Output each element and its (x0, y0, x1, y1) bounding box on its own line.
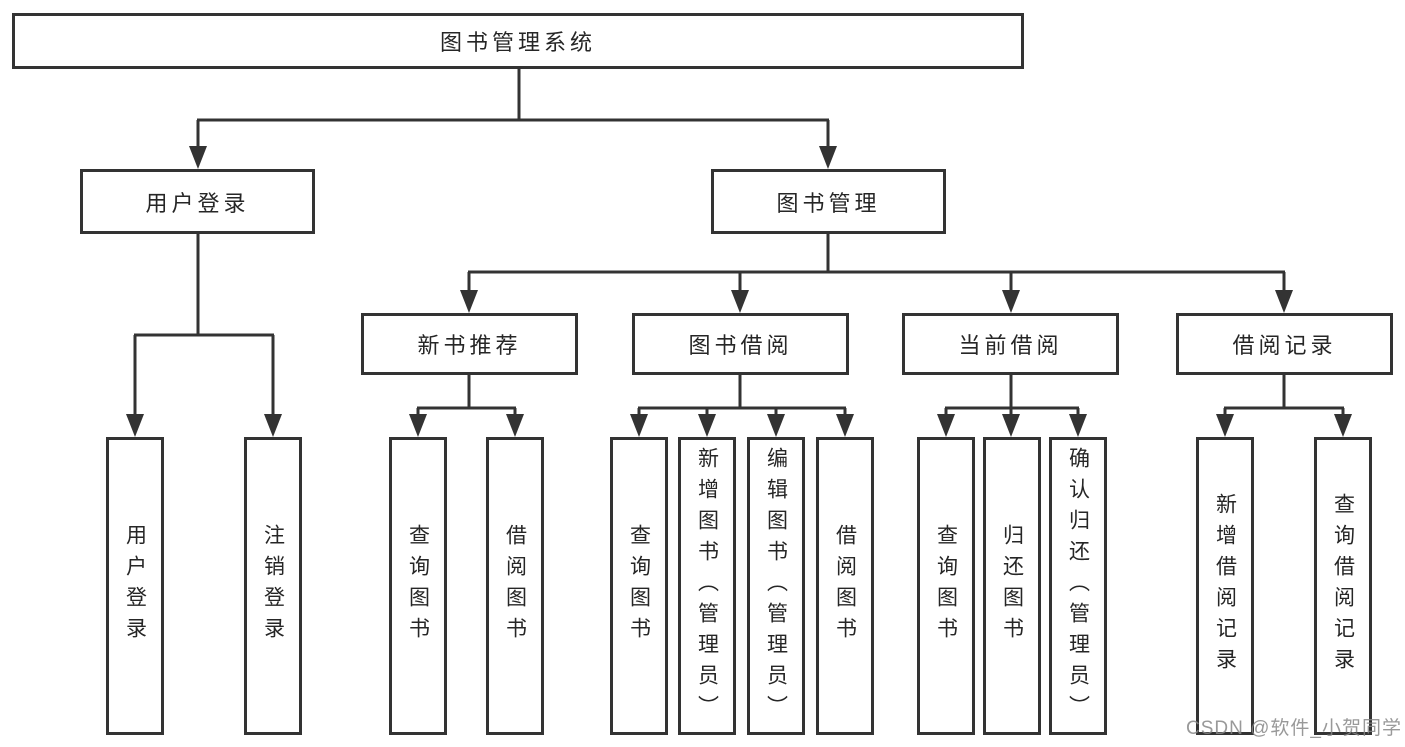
watermark: CSDN @软件_小贺同学 (1186, 718, 1402, 739)
leaf-confirm-return-admin: 确认归还（管理员） (1049, 437, 1107, 735)
node-current-borrowing: 当前借阅 (902, 313, 1119, 375)
leaf-borrow-books-2: 借阅图书 (816, 437, 874, 735)
leaf-user-login: 用户登录 (106, 437, 164, 735)
leaf-query-books: 查询图书 (389, 437, 447, 735)
leaf-query-books-2: 查询图书 (610, 437, 668, 735)
leaf-borrow-books: 借阅图书 (486, 437, 544, 735)
node-book-borrowing: 图书借阅 (632, 313, 849, 375)
leaf-logout-login: 注销登录 (244, 437, 302, 735)
leaf-return-books: 归还图书 (983, 437, 1041, 735)
leaf-query-books-3: 查询图书 (917, 437, 975, 735)
leaf-query-borrow-record: 查询借阅记录 (1314, 437, 1372, 735)
node-user-login: 用户登录 (80, 169, 315, 234)
leaf-add-books-admin: 新增图书（管理员） (678, 437, 736, 735)
leaf-add-borrow-record: 新增借阅记录 (1196, 437, 1254, 735)
node-borrow-records: 借阅记录 (1176, 313, 1393, 375)
leaf-edit-books-admin: 编辑图书（管理员） (747, 437, 805, 735)
node-book-management: 图书管理 (711, 169, 946, 234)
node-library-management-system: 图书管理系统 (12, 13, 1024, 69)
node-new-book-recommend: 新书推荐 (361, 313, 578, 375)
